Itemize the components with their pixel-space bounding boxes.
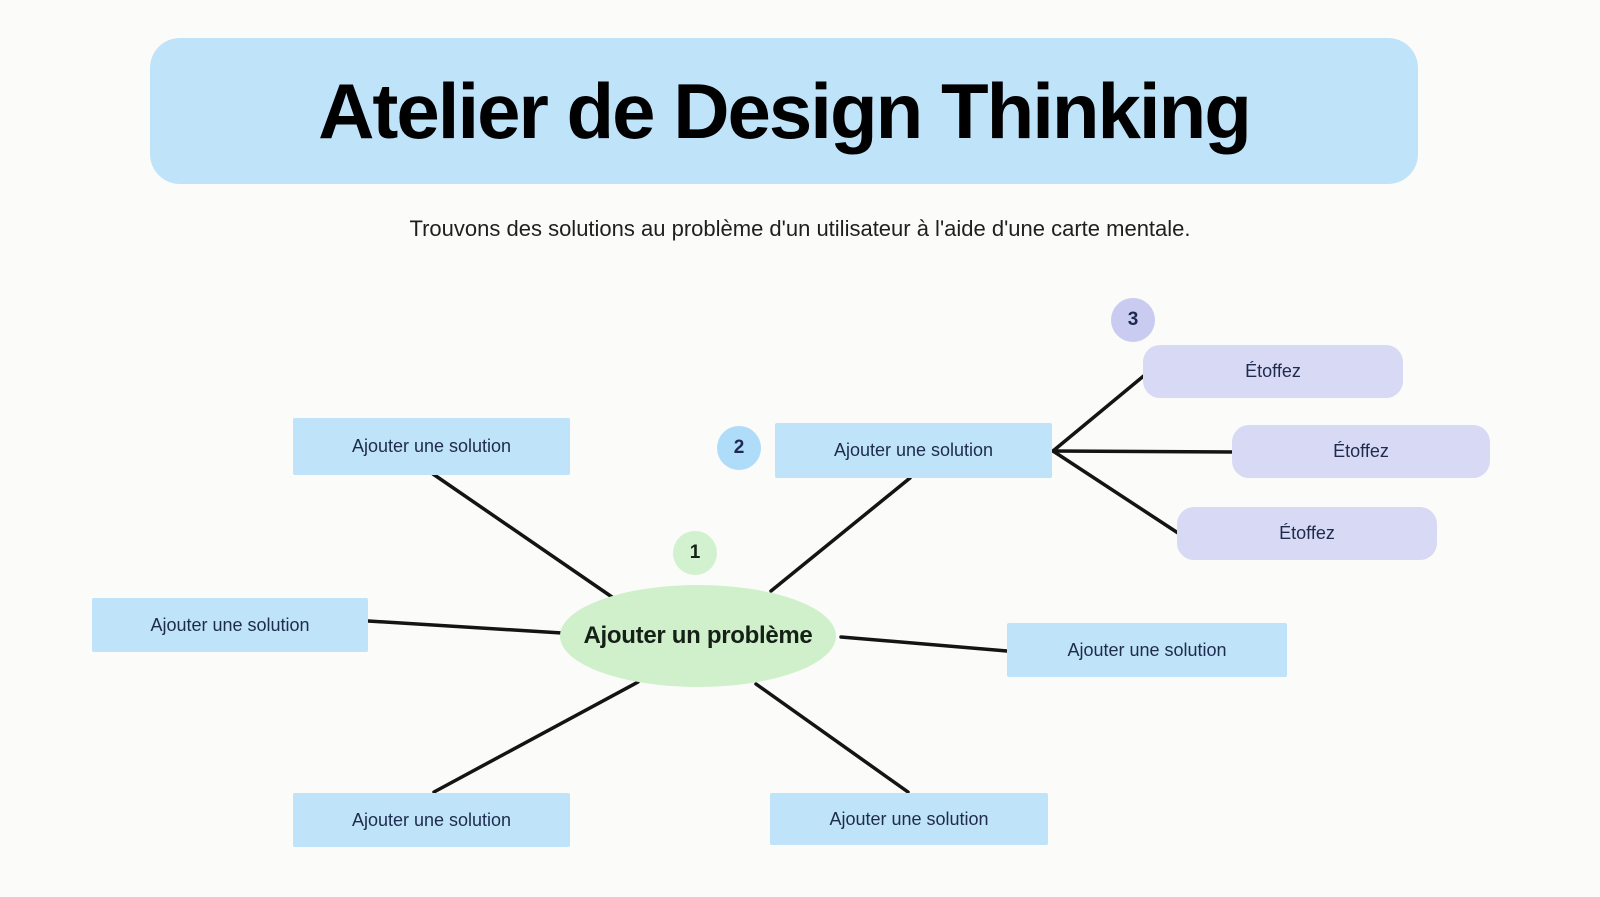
connector-line (431, 472, 614, 599)
connector-line (839, 635, 1009, 653)
solution-label: Ajouter une solution (351, 809, 512, 830)
workshop-title: Atelier de Design Thinking (318, 66, 1252, 155)
connector-line (1051, 449, 1236, 454)
solution-node-top-middle[interactable]: Ajouter une solution (775, 423, 1052, 478)
expansion-label: Étoffez (1279, 523, 1335, 543)
step-number: 1 (689, 542, 701, 563)
solution-node-bottom-middle[interactable]: Ajouter une solution (770, 793, 1048, 845)
step-badge-2: 2 (717, 426, 761, 470)
solution-node-top-left[interactable]: Ajouter une solution (293, 418, 570, 475)
connector-line (1051, 372, 1148, 453)
step-number: 3 (1127, 309, 1139, 330)
solution-label: Ajouter une solution (829, 808, 989, 829)
title-banner: Atelier de Design Thinking (150, 38, 1418, 184)
problem-label: Ajouter un problème (583, 622, 813, 649)
step-badge-3: 3 (1111, 298, 1155, 342)
solution-label: Ajouter une solution (150, 614, 310, 635)
solution-node-right[interactable]: Ajouter une solution (1007, 623, 1287, 677)
expansion-node-3[interactable]: Étoffez (1177, 507, 1437, 560)
expansion-label: Étoffez (1245, 361, 1301, 381)
solution-label: Ajouter une solution (1067, 639, 1227, 660)
solution-label: Ajouter une solution (351, 436, 512, 456)
solution-node-bottom-left[interactable]: Ajouter une solution (293, 793, 570, 847)
expansion-node-2[interactable]: Étoffez (1232, 425, 1490, 478)
problem-node[interactable]: Ajouter un problème (560, 585, 836, 687)
connector-line (769, 476, 912, 593)
solution-node-middle-left[interactable]: Ajouter une solution (92, 598, 368, 652)
step-badge-1: 1 (673, 531, 717, 575)
expansion-node-1[interactable]: Étoffez (1143, 345, 1403, 398)
solution-label: Ajouter une solution (833, 440, 994, 460)
expansion-label: Étoffez (1333, 441, 1389, 461)
connector-line (754, 682, 910, 794)
workshop-subtitle: Trouvons des solutions au problème d'un … (409, 216, 1191, 241)
connector-line (1051, 449, 1180, 535)
connector-line (366, 619, 564, 635)
connector-line (432, 680, 640, 794)
step-number: 2 (733, 437, 745, 458)
